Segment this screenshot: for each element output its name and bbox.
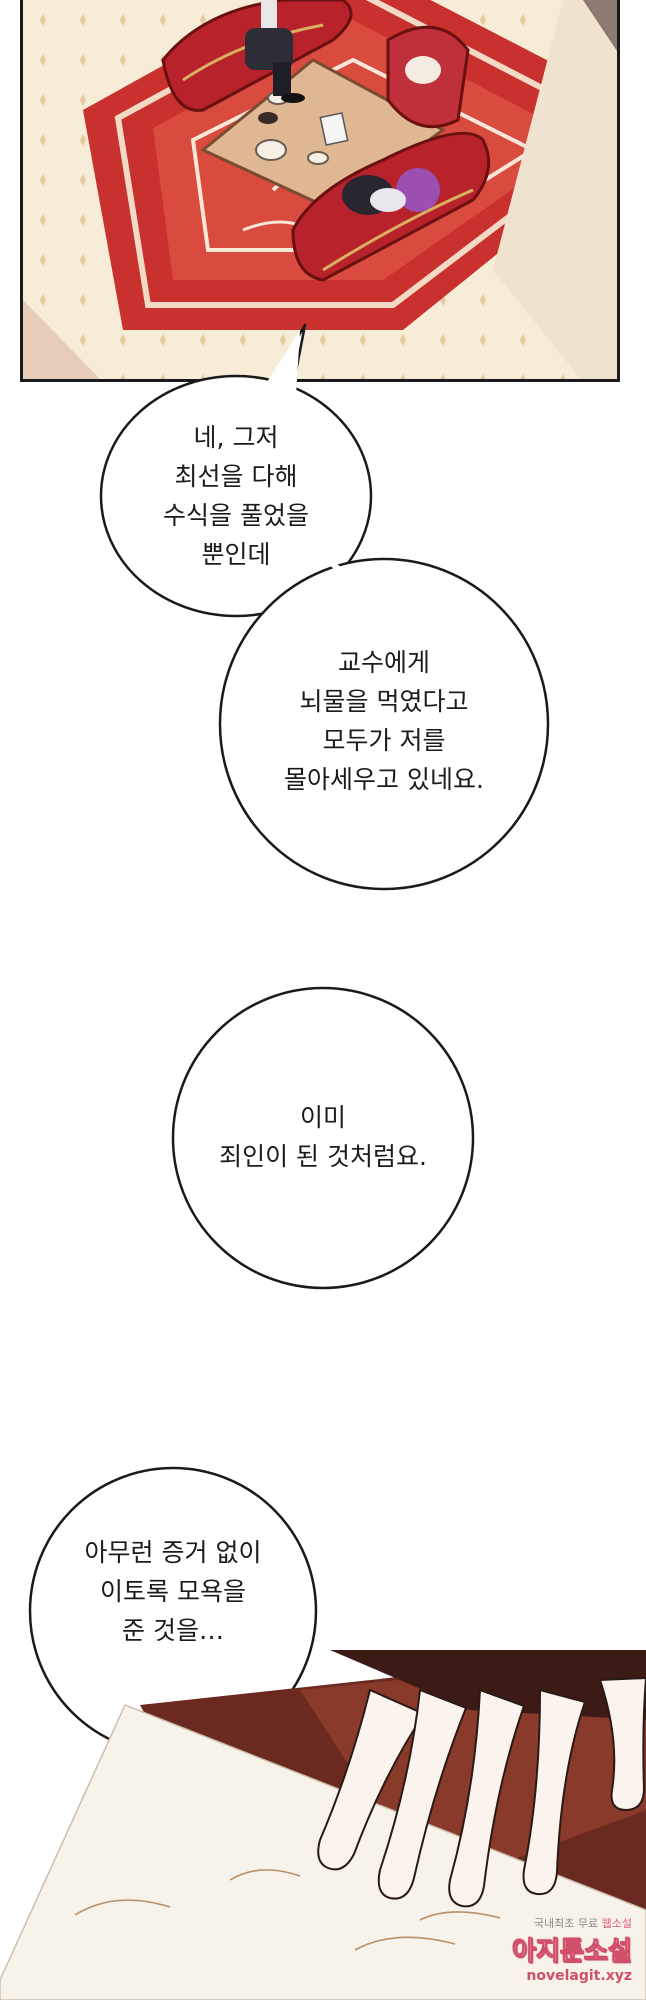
- hand: [317, 1676, 646, 1908]
- watermark-tagline-highlight: 웹소설: [601, 1917, 632, 1930]
- scene-panel-hand-letter: 국내최초 무료 웹소설 아지툰소설 novelagit.xyz: [0, 1650, 646, 2000]
- bubble-1-text: 네, 그저 최선을 다해 수식을 풀었을 뿐인데: [163, 423, 309, 569]
- bubble-3-shape: [171, 986, 475, 1290]
- bubble-4-text: 아무런 증거 없이 이토록 모욕을 준 것을…: [84, 1538, 262, 1645]
- bubble-2-shape: [218, 557, 550, 891]
- scene-panel-living-room: [20, 0, 620, 382]
- watermark-tagline-prefix: 국내최초 무료: [533, 1917, 599, 1930]
- seated-man-figure: [245, 0, 305, 103]
- watermark: 국내최초 무료 웹소설 아지툰소설 novelagit.xyz: [512, 1915, 633, 1984]
- bubble-2-text: 교수에게 뇌물을 먹였다고 모두가 저를 몰아세우고 있네요.: [284, 648, 484, 794]
- bubble-3-text: 이미 죄인이 된 것처럼요.: [219, 1103, 427, 1171]
- watermark-tagline: 국내최초 무료 웹소설: [512, 1915, 632, 1931]
- purple-hair-figure: [396, 168, 440, 212]
- teapot: [255, 139, 287, 161]
- watermark-url: novelagit.xyz: [526, 1968, 632, 1984]
- sofa-bottom-right: [291, 131, 491, 282]
- armchair-top-right: [386, 25, 470, 129]
- watermark-site-name: 아지툰소설: [512, 1937, 633, 1968]
- bubble-1-shape: [99, 323, 373, 618]
- room-illustration: [23, 0, 617, 379]
- hand-letter-illustration: [0, 1650, 646, 2000]
